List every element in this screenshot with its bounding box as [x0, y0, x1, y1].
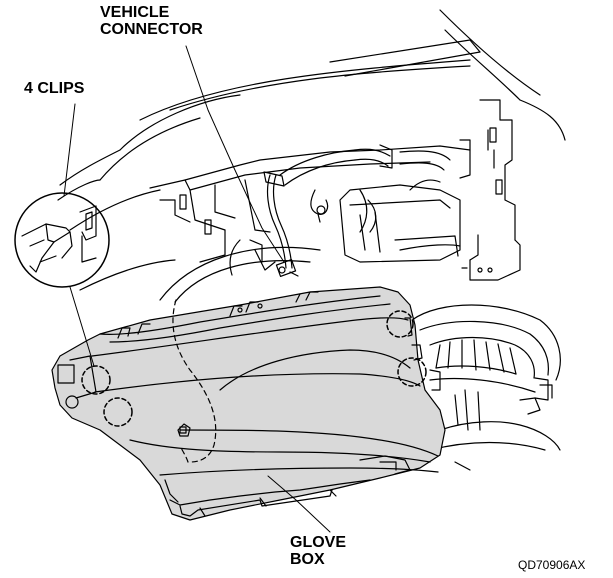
vehicle-connector-label: VEHICLE CONNECTOR: [100, 4, 203, 38]
glove-box-part: [51, 286, 471, 521]
clip-marker-4: [397, 357, 427, 387]
clip-marker-2: [103, 397, 133, 427]
inset-to-clip-leader: [69, 286, 95, 367]
blower-assembly: [411, 304, 561, 431]
clip-marker-3: [386, 310, 414, 338]
clip-detail-inset: [14, 192, 110, 288]
clips-leader-to-inset: [63, 103, 76, 197]
clips-label: 4 CLIPS: [24, 80, 85, 97]
clip-marker-1: [81, 365, 111, 395]
glove-box-label: GLOVE BOX: [290, 534, 347, 568]
clip-markers: [81, 310, 427, 427]
leader-lines: [63, 45, 331, 533]
figure-code: QD70906AX: [518, 558, 586, 572]
dashboard-structure: [57, 9, 566, 451]
vehicle-connector-leader: [185, 45, 285, 263]
glove-box-leader: [267, 475, 331, 533]
